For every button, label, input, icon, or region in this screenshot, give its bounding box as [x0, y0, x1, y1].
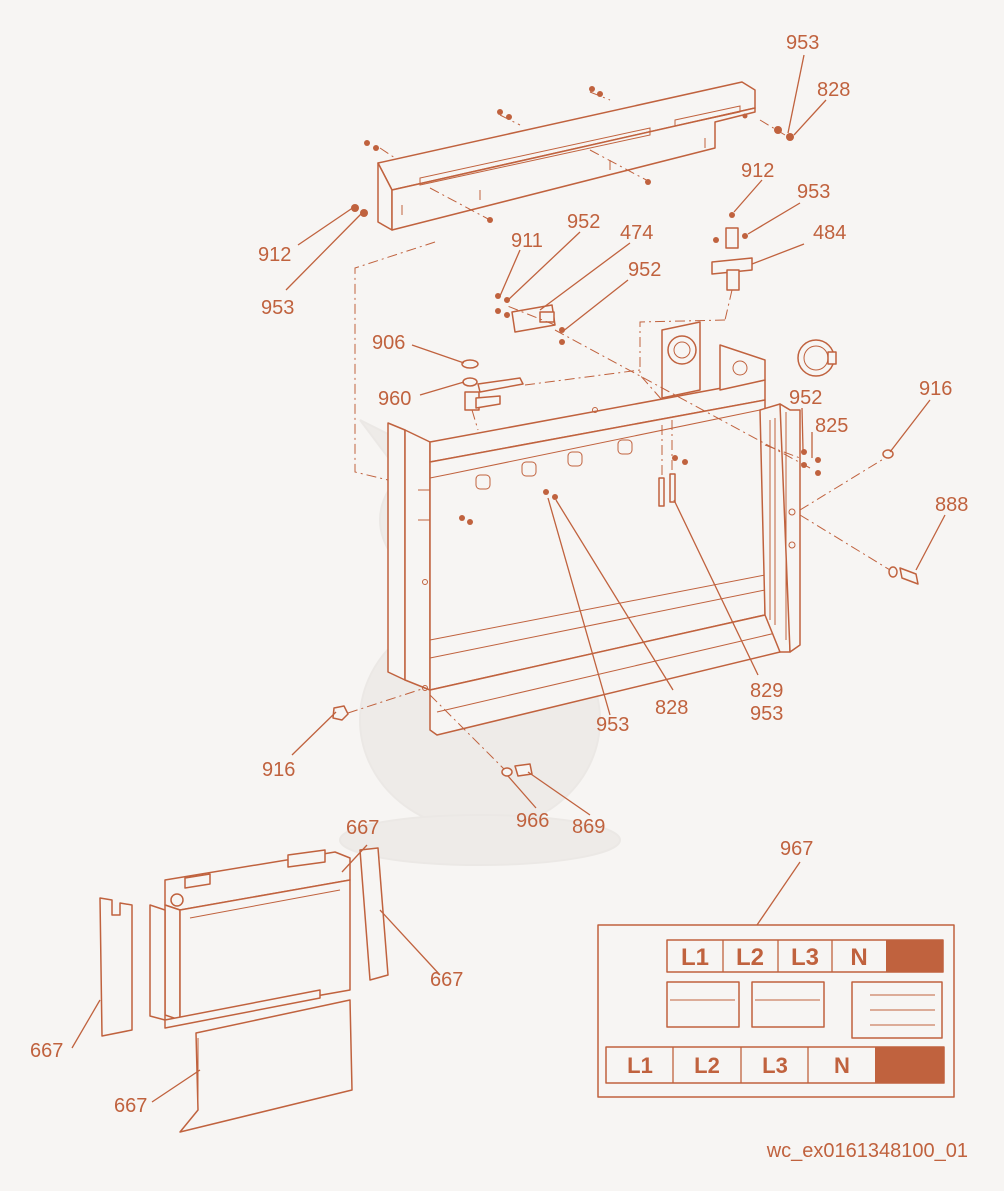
reference-lines	[354, 241, 556, 481]
callout-667-left: 667	[30, 1040, 63, 1062]
label-bottom-l1: L1	[627, 1053, 653, 1078]
callout-828-top: 828	[817, 79, 850, 101]
callout-953-top: 953	[786, 32, 819, 54]
callout-825: 825	[815, 415, 848, 437]
callout-960: 960	[378, 388, 411, 410]
callout-869: 869	[572, 816, 605, 838]
divider-panel	[661, 321, 766, 399]
switch-assembly	[461, 359, 641, 431]
label-top-l1: L1	[681, 944, 709, 971]
callout-828-lower: 828	[655, 697, 688, 719]
callout-953-lower-right: 953	[750, 703, 783, 725]
inner-screws	[459, 420, 688, 525]
callout-911: 911	[511, 230, 543, 252]
washer-bolt-right	[799, 449, 919, 585]
callout-967: 967	[780, 838, 813, 860]
callout-953-lower: 953	[596, 714, 629, 736]
callout-829: 829	[750, 680, 783, 702]
bottom-fasteners	[332, 687, 533, 777]
callout-667-right: 667	[430, 969, 463, 991]
callout-952-middle: 952	[628, 259, 661, 281]
label-bottom-l3: L3	[762, 1053, 788, 1078]
label-bottom-l2: L2	[694, 1053, 720, 1078]
callout-952-upper: 952	[567, 211, 600, 233]
callout-966: 966	[516, 810, 549, 832]
leader-lines	[71, 54, 946, 1103]
callout-667-bottom: 667	[114, 1095, 147, 1117]
callout-906: 906	[372, 332, 405, 354]
label-bottom-n: N	[834, 1053, 850, 1078]
callout-953-right: 953	[797, 181, 830, 203]
callout-667-top: 667	[346, 817, 379, 839]
document-id: wc_ex0161348100_01	[766, 1140, 968, 1162]
top-cover	[377, 81, 786, 231]
callout-912-right: 912	[741, 160, 774, 182]
sensor-484	[639, 212, 753, 401]
side-screws	[764, 444, 821, 476]
label-top-l3: L3	[791, 944, 819, 971]
label-top-l2: L2	[736, 944, 764, 971]
callout-484: 484	[813, 222, 846, 244]
callout-916-right: 916	[919, 378, 952, 400]
callout-912-left: 912	[258, 244, 291, 266]
electrical-label-967	[597, 924, 955, 1098]
callout-474: 474	[620, 222, 653, 244]
callout-916-left: 916	[262, 759, 295, 781]
callout-952-right: 952	[789, 387, 822, 409]
round-knob	[797, 339, 837, 377]
callout-953-left: 953	[261, 297, 294, 319]
callout-888: 888	[935, 494, 968, 516]
main-frame	[387, 379, 801, 736]
enclosure-assembly	[99, 847, 389, 1133]
top-cover-screws	[351, 86, 794, 223]
label-top-n: N	[850, 944, 867, 971]
